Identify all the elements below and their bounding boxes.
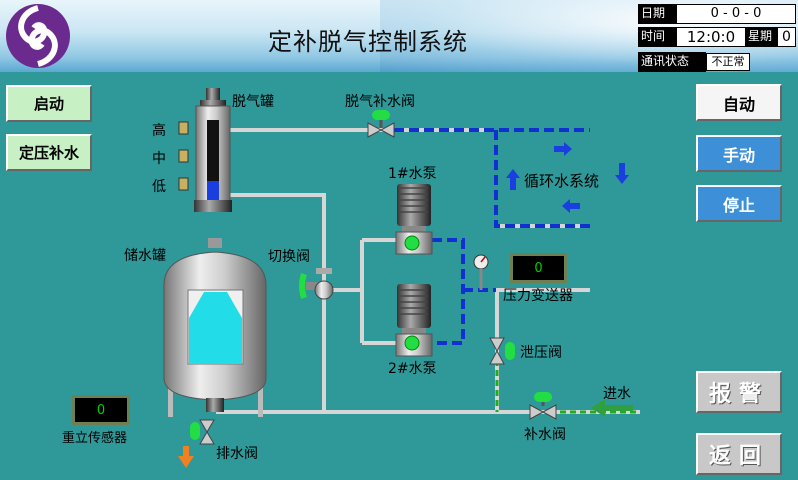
alarm-button[interactable]: 报警 <box>696 371 782 413</box>
degas-valve-label: 脱气补水阀 <box>345 94 415 110</box>
weight-display: 0 <box>72 395 130 425</box>
stop-button[interactable]: 停止 <box>696 185 782 222</box>
manual-button[interactable]: 手动 <box>696 135 782 172</box>
back-button[interactable]: 返回 <box>696 433 782 475</box>
level-mid-indicator <box>178 149 189 163</box>
header-banner: 定补脱气控制系统 日期 0 - 0 - 0 时间 12:0:0 星期 0 通讯状… <box>0 0 798 72</box>
start-button[interactable]: 启动 <box>6 85 92 122</box>
makeup-valve-icon <box>529 392 557 420</box>
pump-1-label: 1#水泵 <box>388 166 437 182</box>
date-label: 日期 <box>638 4 676 24</box>
level-high-label: 高 <box>152 123 166 139</box>
pump-1-icon <box>395 184 433 255</box>
company-logo-icon <box>6 4 70 68</box>
storage-tank-icon <box>163 238 267 417</box>
switch-valve-label: 切换阀 <box>268 249 310 265</box>
circ-system-label: 循环水系统 <box>524 172 600 190</box>
water-in-label: 进水 <box>603 386 631 402</box>
switch-valve-icon <box>299 268 334 300</box>
flow-arrow-down-icon <box>615 163 629 184</box>
weekday-label: 星期 <box>745 27 777 47</box>
relief-valve-label: 泄压阀 <box>520 345 562 361</box>
water-in-arrow-icon <box>591 399 633 417</box>
pump-2-label: 2#水泵 <box>388 361 437 377</box>
pressure-display: 0 <box>510 253 567 283</box>
const-pressure-button[interactable]: 定压补水 <box>6 134 92 171</box>
auto-button[interactable]: 自动 <box>696 84 782 121</box>
level-high-indicator <box>178 121 189 135</box>
level-low-indicator <box>178 177 189 191</box>
drain-valve-icon <box>190 419 215 445</box>
time-label: 时间 <box>638 27 676 47</box>
flow-arrow-right-icon <box>554 142 572 156</box>
comm-status-label: 通讯状态 <box>638 52 706 72</box>
level-low-label: 低 <box>152 179 166 195</box>
degas-valve-icon <box>367 110 395 138</box>
weight-sensor-label: 重立传感器 <box>62 431 128 446</box>
pressure-transmitter-label: 压力变送器 <box>503 288 573 304</box>
makeup-valve-label: 补水阀 <box>524 427 566 443</box>
weekday-value: 0 <box>777 27 796 47</box>
comm-status-value: 不正常 <box>706 53 750 71</box>
storage-tank-label: 储水罐 <box>124 248 166 264</box>
level-mid-label: 中 <box>152 151 166 167</box>
relief-valve-icon <box>489 337 515 365</box>
degas-tank-icon <box>194 88 232 212</box>
degas-tank-label: 脱气罐 <box>232 94 274 110</box>
flow-arrow-up-icon <box>506 169 520 190</box>
drain-valve-label: 排水阀 <box>216 446 258 462</box>
flow-arrow-left-icon <box>562 199 580 213</box>
page-title: 定补脱气控制系统 <box>268 28 468 56</box>
date-value: 0 - 0 - 0 <box>676 4 796 24</box>
time-value: 12:0:0 <box>676 27 746 47</box>
drain-arrow-icon <box>178 446 194 468</box>
pressure-gauge-icon <box>473 254 489 290</box>
pump-2-icon <box>395 284 433 357</box>
